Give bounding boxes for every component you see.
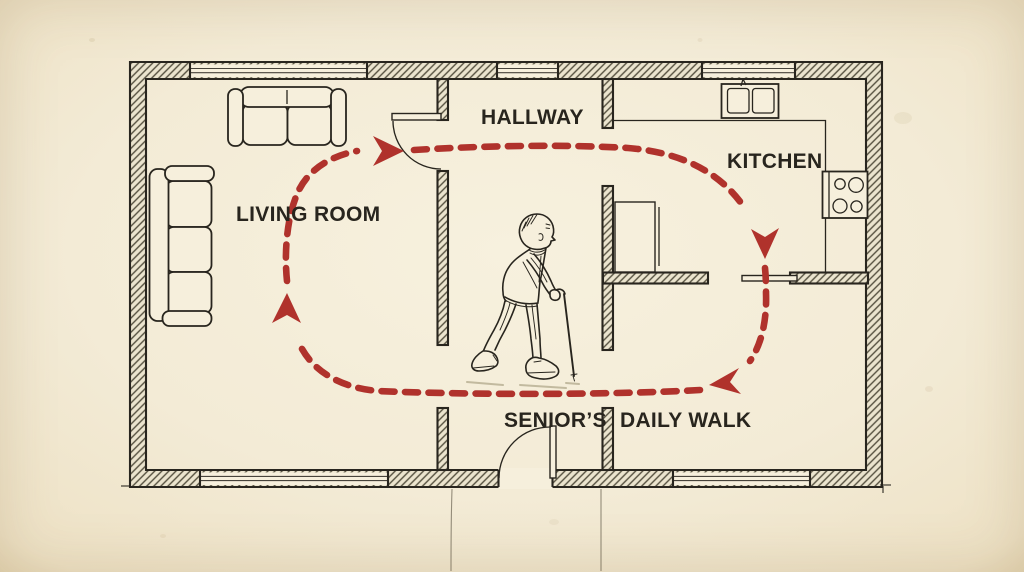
front-door-leaf: [549, 425, 557, 479]
faucet-icon: [740, 78, 747, 87]
hallway-left-wall-upper: [436, 77, 450, 122]
window: [198, 470, 390, 487]
kitchen-counter-edge: [612, 119, 827, 272]
route-left-segment: [282, 147, 361, 285]
hallway-left-wall-lower: [436, 169, 450, 347]
caption-daily-walk: DAILY WALK: [620, 409, 751, 432]
paper-stains: [89, 38, 933, 538]
walking-route-loop: [272, 136, 779, 398]
label-living-room: LIVING ROOM: [236, 203, 380, 226]
window: [700, 62, 797, 79]
three-seat-sofa-icon: [148, 165, 215, 327]
route-arrow-down-icon: [751, 228, 779, 259]
kitchen-pocket-door-leaf: [741, 274, 798, 282]
room-labels: LIVING ROOM HALLWAY KITCHEN SENIOR’S DAI…: [236, 106, 822, 432]
hallway-right-wall-upper: [601, 77, 615, 130]
leader-lines: [450, 488, 602, 572]
label-hallway: HALLWAY: [481, 106, 584, 129]
route-arrow-up-icon: [272, 293, 301, 323]
hallway-door-leaf: [391, 112, 442, 121]
route-bottom-segment: [295, 339, 704, 398]
sketch-overshoots: [121, 484, 891, 493]
route-top-segment: [410, 142, 750, 214]
interior-walls: [436, 77, 870, 472]
kitchen-fittings: [612, 78, 869, 272]
caption-seniors: SENIOR’S: [504, 409, 607, 432]
label-kitchen: KITCHEN: [727, 150, 822, 173]
bottom-wall-stub-right: [601, 406, 615, 472]
outer-walls: [121, 60, 891, 493]
hallway-door-swing-arc: [392, 120, 442, 170]
bottom-wall-stub-left: [436, 406, 450, 472]
window: [671, 470, 812, 487]
front-door-swing-arc: [498, 426, 552, 479]
closet-door-leaf: [614, 201, 660, 273]
route-arrow-right-icon: [373, 136, 404, 166]
two-seat-sofa-icon: [227, 86, 347, 147]
kitchen-lower-wall-left: [601, 271, 710, 285]
route-arrow-left-icon: [709, 368, 741, 394]
elderly-man-with-cane: [466, 213, 580, 389]
window: [188, 62, 369, 79]
cane-handle: [555, 288, 566, 295]
cane-shaft: [563, 293, 575, 377]
doors: [391, 112, 798, 479]
stove-four-burners-icon: [821, 170, 869, 219]
hallway-right-wall-lower: [601, 184, 615, 352]
route-right-segment: [746, 264, 770, 365]
window: [495, 62, 560, 79]
kitchen-lower-wall-right: [788, 271, 870, 285]
double-sink-icon: [720, 78, 780, 119]
front-door-opening: [497, 468, 554, 489]
